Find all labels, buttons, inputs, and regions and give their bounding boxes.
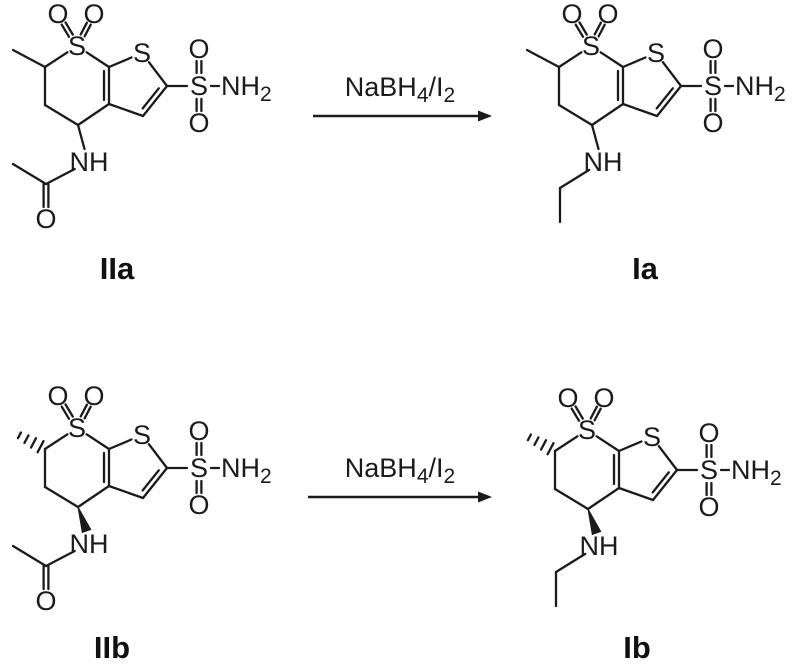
reaction-arrow-1: NaBH4/I2 [313,72,492,122]
sulfonamide-oxygen-bottom-label: O [188,108,209,138]
sulfonamide-s-label: S [704,71,722,101]
reagent-label-2: NaBH4/I2 [345,453,455,488]
compound-label-Ia: Ia [632,251,658,286]
ring-nh-label: NH [580,531,619,561]
sulfonamide-oxygen-bottom-label: O [188,490,209,520]
sulfonamide-nh2-label: NH2 [221,453,272,488]
compound-label-Ib: Ib [623,630,651,664]
acetyl-oxygen-label: O [35,586,56,616]
thiophene-s-label: S [647,38,665,68]
bond-lines [525,21,735,224]
thiophene-s-label: S [643,422,661,452]
sulfonamide-nh2-label: NH2 [731,455,782,490]
stereo-hash-bond [16,431,45,454]
sulfone-oxygen-right-label: O [593,383,614,413]
sulfone-oxygen-left-label: O [47,381,68,411]
ring-nh-label: NH [70,147,109,177]
sulfone-oxygen-left-label: O [557,383,578,413]
sulfonamide-oxygen-bottom-label: O [698,492,719,522]
bond-lines [11,21,221,209]
thiophene-s-label: S [133,38,151,68]
sulfone-oxygen-right-label: O [83,381,104,411]
compound-label-IIa: IIa [99,251,135,286]
compound-label-IIb: IIb [93,630,131,664]
thiophene-s-label: S [133,420,151,450]
arrowhead-icon [478,491,492,503]
ring-nh-label: NH [584,147,623,177]
ring-sulfone-s-label: S [68,31,86,61]
sulfonamide-s-label: S [190,71,208,101]
sulfonamide-oxygen-top-label: O [698,418,719,448]
reagent-label-1: NaBH4/I2 [345,72,455,107]
stereo-hash-bond [526,433,555,456]
ring-sulfone-s-label: S [582,31,600,61]
arrowhead-icon [478,110,492,122]
sulfonamide-s-label: S [190,453,208,483]
sulfone-oxygen-left-label: O [561,0,582,29]
sulfonamide-oxygen-bottom-label: O [702,108,723,138]
sulfonamide-oxygen-top-label: O [702,34,723,64]
ring-sulfone-s-label: S [578,415,596,445]
sulfone-oxygen-right-label: O [83,0,104,29]
sulfonamide-nh2-label: NH2 [221,71,272,106]
sulfonamide-oxygen-top-label: O [188,416,209,446]
sulfone-oxygen-right-label: O [597,0,618,29]
bond-lines [553,405,731,608]
reaction-arrow-2: NaBH4/I2 [308,453,492,503]
acetyl-oxygen-label: O [35,204,56,234]
ring-nh-label: NH [70,529,109,559]
stereo-wedge-bond [587,508,602,536]
ring-sulfone-s-label: S [68,413,86,443]
stereo-wedge-bond [77,506,92,534]
sulfonamide-nh2-label: NH2 [735,71,786,106]
sulfonamide-s-label: S [700,455,718,485]
sulfone-oxygen-left-label: O [47,0,68,29]
sulfonamide-oxygen-top-label: O [188,34,209,64]
bond-lines [11,403,221,591]
